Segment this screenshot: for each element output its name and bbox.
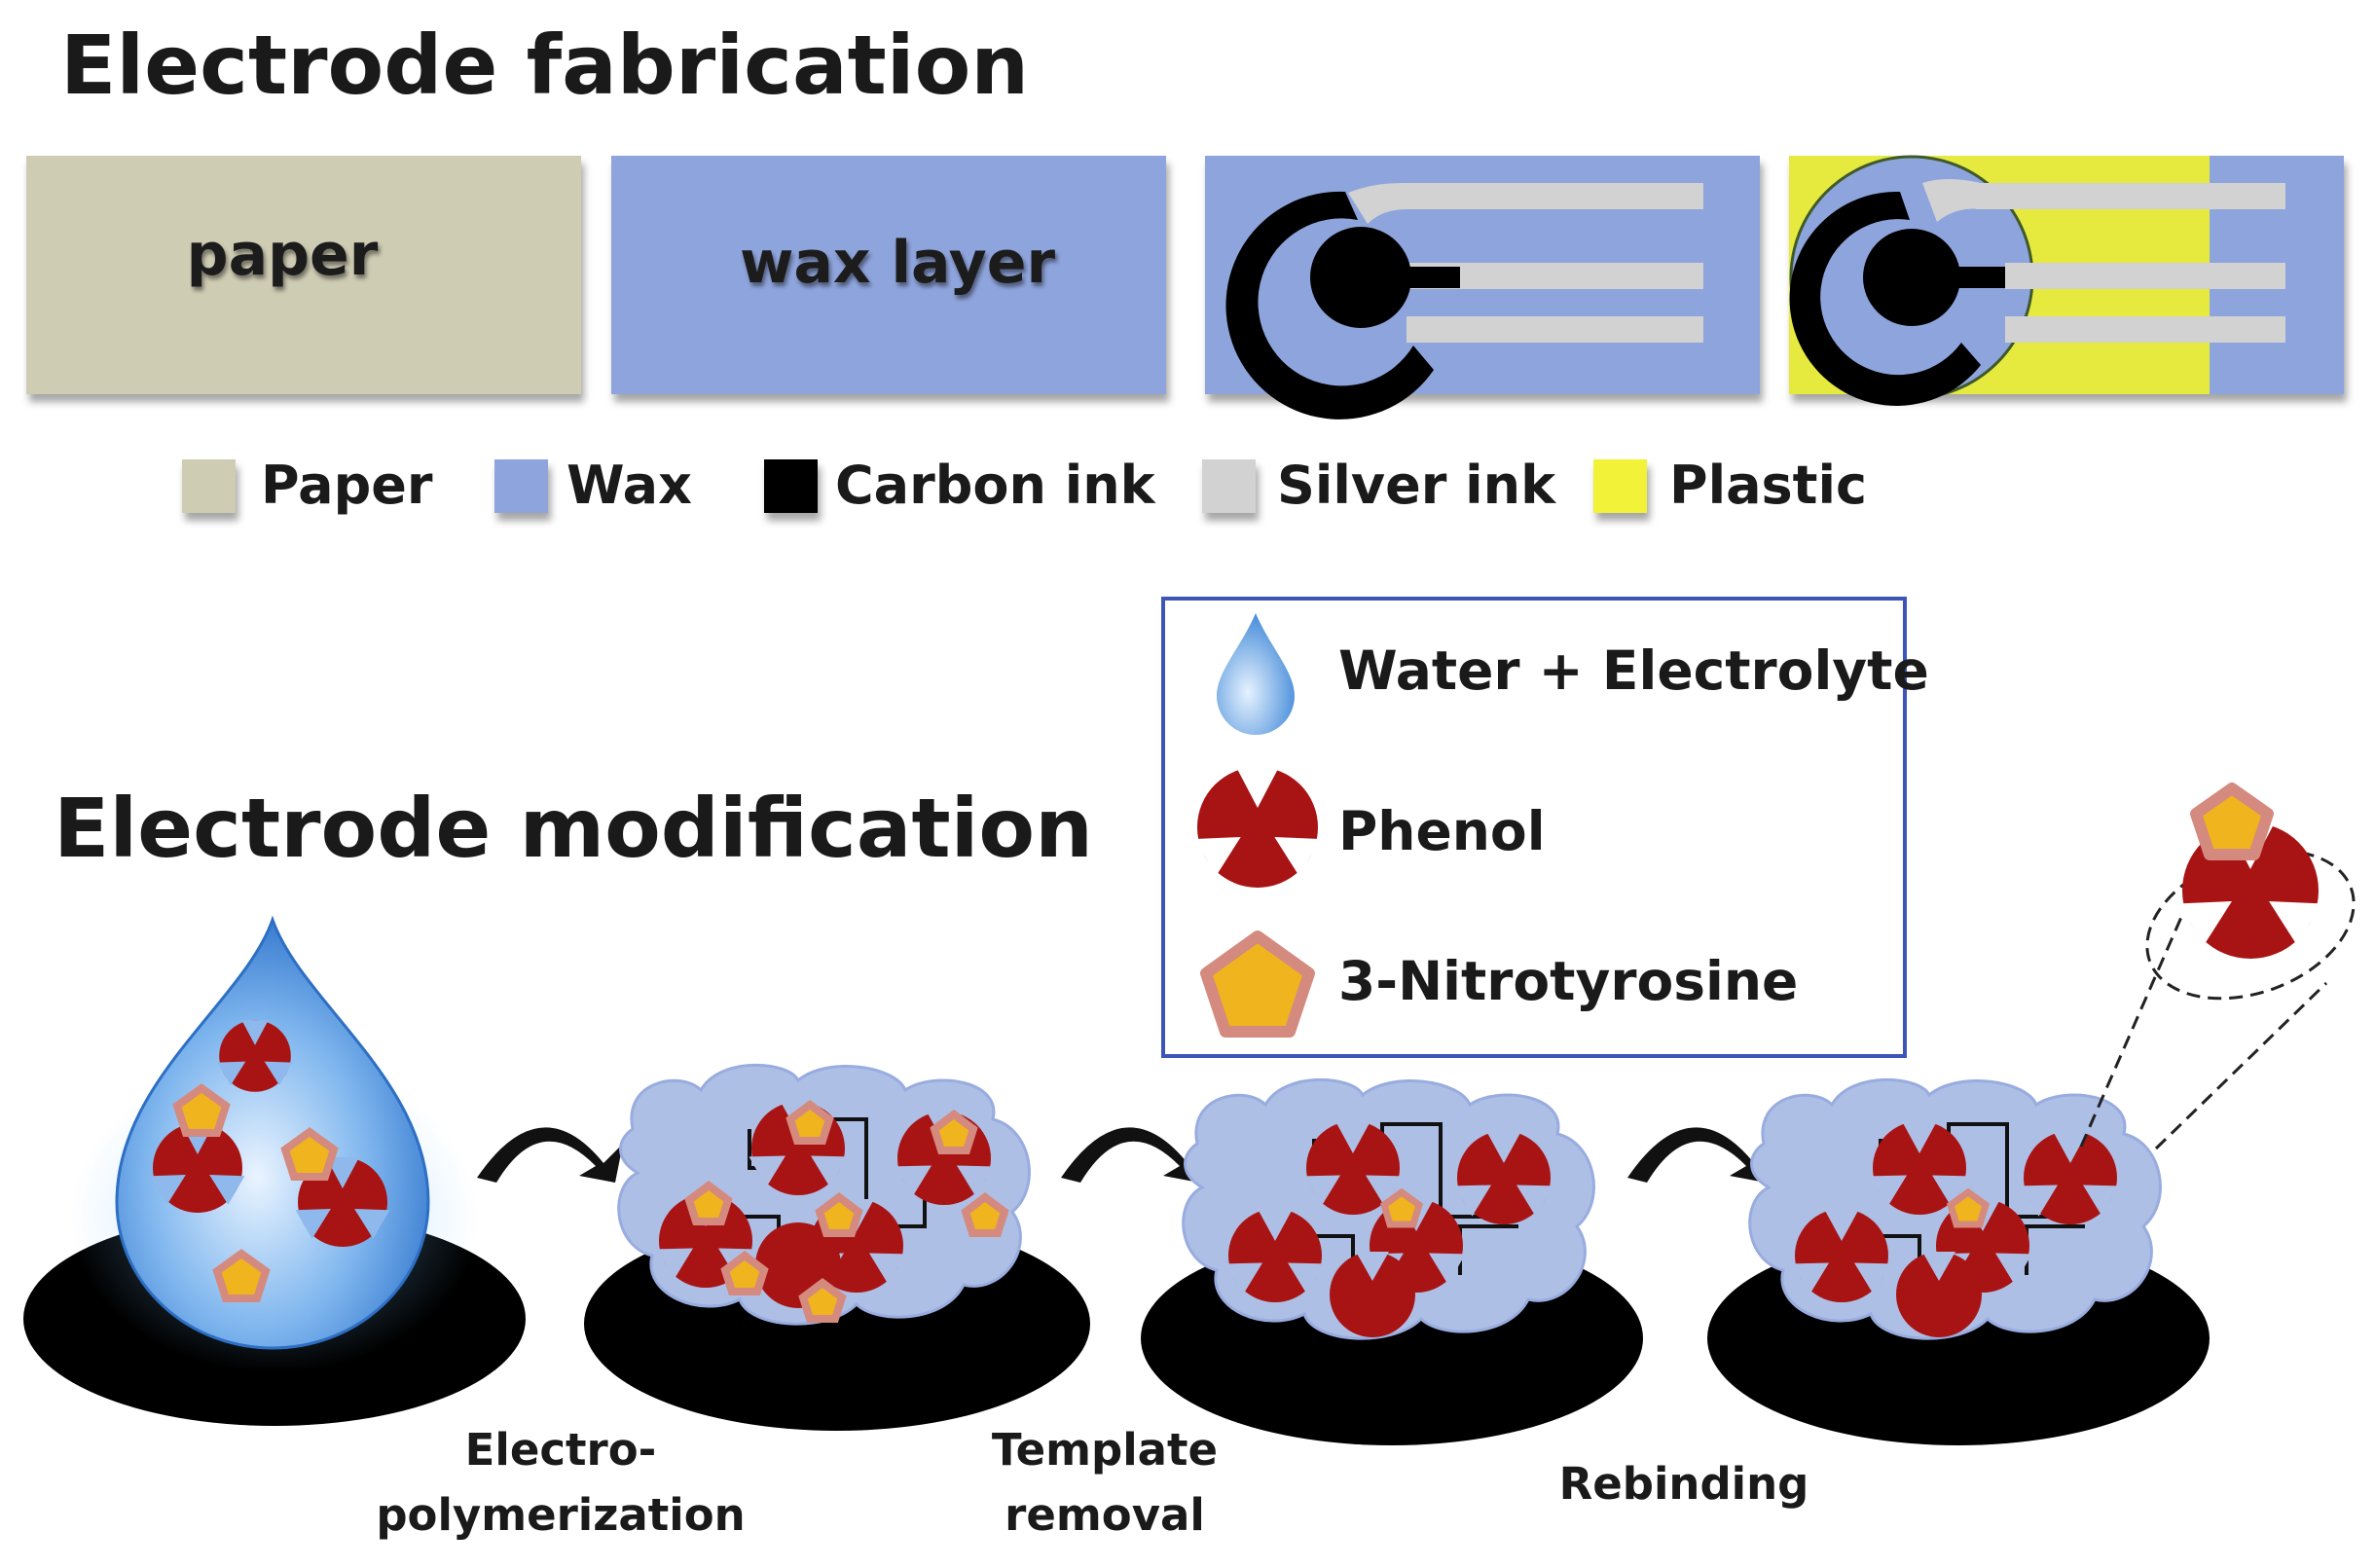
legend-label-silver-ink: Silver ink [1277, 455, 1556, 516]
step-label-electropolymerization-1: Electro- [465, 1424, 657, 1476]
legend-swatch-wax [494, 459, 548, 513]
step-label-electropolymerization-2: polymerization [376, 1489, 745, 1541]
nitrotyrosine-icon [2190, 783, 2274, 860]
legend-item-silver-ink: Silver ink [1202, 455, 1556, 516]
zoom-callout [2079, 783, 2356, 1150]
stage-template-removal [1141, 1077, 1643, 1445]
panel-wax-label: wax layer [740, 229, 1056, 297]
legend-item-wax: Wax [494, 455, 692, 516]
key-label-phenol: Phenol [1338, 800, 1546, 862]
step-label-rebinding: Rebinding [1559, 1458, 1809, 1510]
polymer-molecules [656, 1100, 1009, 1323]
legend-swatch-silver-ink [1202, 459, 1256, 513]
phenol-icon [1194, 767, 1321, 888]
panel-plastic-electrode [1789, 155, 2344, 406]
stage-drop [23, 915, 526, 1426]
legend-item-plastic: Plastic [1593, 455, 1867, 516]
panel-wax: wax layer [611, 156, 1166, 394]
key-item-phenol: Phenol [1194, 767, 1546, 888]
panel-printed-electrode [1205, 156, 1760, 419]
step-label-template-removal-1: Template [992, 1424, 1218, 1476]
legend-swatch-paper [182, 459, 236, 513]
fabrication-legend: Paper Wax Carbon ink Silver ink Plastic [182, 455, 1867, 516]
nitrotyrosine-icon [1200, 930, 1315, 1038]
legend-swatch-plastic [1593, 459, 1647, 513]
step-labels: Electro- polymerization Template removal… [376, 1424, 1809, 1541]
step-label-template-removal-2: removal [1005, 1489, 1205, 1541]
stage-electropolymerization [584, 1063, 1090, 1431]
modification-title: Electrode modification [54, 781, 1093, 876]
legend-item-carbon-ink: Carbon ink [764, 455, 1156, 516]
drop-molecules [150, 1020, 390, 1302]
modification-key: Water + Electrolyte Phenol 3-Nitrotyrosi… [1161, 597, 1929, 1058]
water-drop-icon [115, 915, 430, 1350]
stage-rebinding [1707, 783, 2356, 1445]
printed-electrode-pattern [1225, 183, 1703, 419]
key-item-nitrotyrosine: 3-Nitrotyrosine [1200, 930, 1798, 1038]
arrow-icon [1627, 1127, 1773, 1183]
fabrication-title: Electrode fabrication [60, 18, 1029, 113]
legend-item-paper: Paper [182, 455, 433, 516]
legend-label-paper: Paper [261, 455, 433, 516]
legend-label-carbon-ink: Carbon ink [835, 455, 1156, 516]
imprinted-molecules [1225, 1121, 1553, 1337]
rebound-molecules [1792, 1121, 2120, 1337]
key-label-water: Water + Electrolyte [1338, 639, 1929, 702]
legend-swatch-carbon-ink [764, 459, 818, 513]
key-item-water: Water + Electrolyte [1217, 613, 1929, 735]
arrow-icon [1061, 1127, 1207, 1183]
key-label-nitrotyrosine: 3-Nitrotyrosine [1338, 950, 1798, 1012]
legend-label-wax: Wax [566, 455, 692, 516]
water-drop-icon [1217, 613, 1295, 735]
arrow-icon [477, 1127, 623, 1183]
panel-paper-label: paper [187, 221, 379, 289]
panel-paper: paper [26, 156, 581, 394]
legend-label-plastic: Plastic [1669, 455, 1867, 516]
